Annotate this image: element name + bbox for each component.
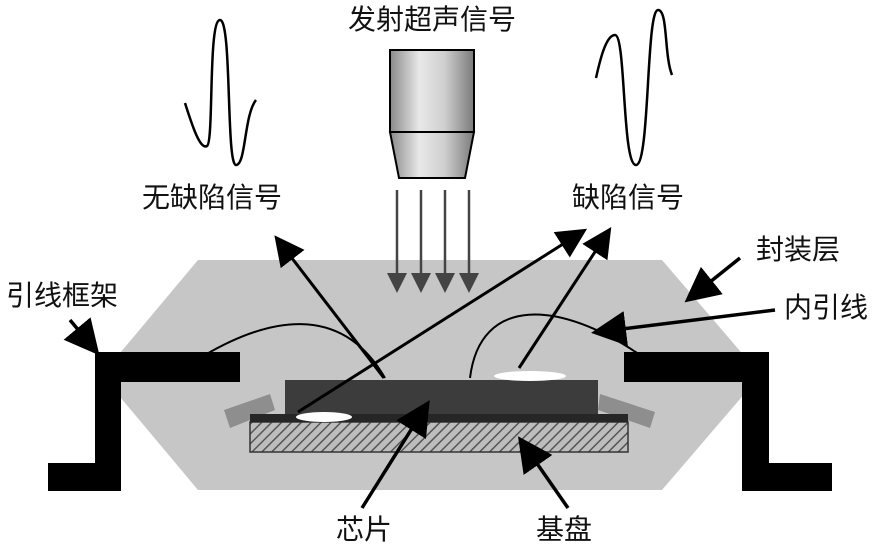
label-substrate: 基盘 bbox=[536, 513, 593, 546]
defect-spot-chip-top bbox=[494, 371, 566, 381]
sine-wave-icon-no-defect bbox=[183, 18, 258, 167]
defect-spot-chip-bottom bbox=[296, 412, 352, 422]
label-chip: 芯片 bbox=[336, 513, 393, 546]
label-package-layer: 封装层 bbox=[756, 233, 841, 266]
ultrasound-beam bbox=[387, 190, 479, 293]
reflection-arrow-defect-a bbox=[297, 228, 588, 414]
label-transmit-signal: 发射超声信号 bbox=[348, 3, 517, 36]
pointer-package-layer bbox=[684, 256, 742, 303]
pointer-inner-lead bbox=[591, 308, 776, 346]
label-lead-frame: 引线框架 bbox=[6, 279, 119, 312]
reflection-arrow-no-defect bbox=[274, 235, 386, 379]
die-attach-tab-left bbox=[224, 394, 275, 428]
pointer-chip bbox=[360, 400, 430, 509]
sine-wave-icon-defect bbox=[594, 8, 674, 167]
substrate bbox=[249, 421, 629, 453]
pointer-substrate bbox=[517, 436, 570, 510]
lead-frame-right bbox=[624, 352, 832, 491]
label-inner-lead: 内引线 bbox=[784, 291, 869, 324]
pointer-lead-frame bbox=[63, 317, 100, 356]
ultrasonic-transducer-icon bbox=[388, 49, 476, 179]
label-defect-signal: 缺陷信号 bbox=[572, 181, 685, 214]
lead-frame-left bbox=[48, 352, 240, 491]
label-no-defect-signal: 无缺陷信号 bbox=[142, 181, 283, 214]
die-attach-tab-right bbox=[598, 394, 655, 428]
reflection-arrow-defect-b bbox=[517, 226, 612, 369]
